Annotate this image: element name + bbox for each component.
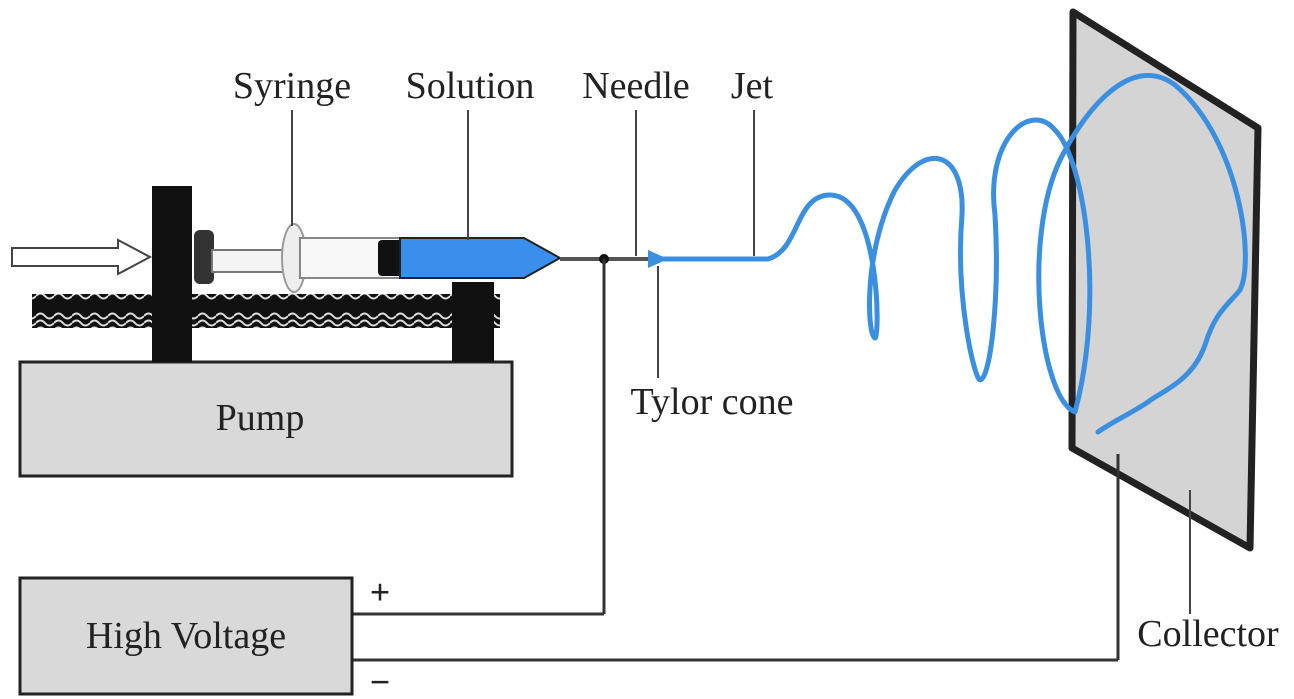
syringe-label: Syringe [233, 65, 351, 107]
positive-terminal-label: + [370, 572, 391, 612]
taylor-cone-label: Tylor cone [630, 381, 793, 423]
pump-post-left [152, 186, 192, 362]
solution-fill [399, 237, 563, 279]
plunger-stopper [378, 240, 404, 276]
high-voltage-label: High Voltage [86, 615, 286, 657]
wiring [352, 259, 1120, 662]
syringe [194, 223, 668, 293]
needle-label: Needle [582, 65, 690, 107]
high-voltage-box [18, 576, 354, 696]
negative-terminal-label: − [370, 662, 391, 699]
fiber-jet [661, 72, 1248, 435]
solution-label: Solution [406, 65, 535, 107]
lead-screw [32, 294, 500, 328]
leader-lines [291, 110, 1191, 614]
plunger-head [194, 230, 214, 284]
pump-label: Pump [216, 397, 305, 439]
jet-label: Jet [731, 65, 774, 107]
collector-label: Collector [1137, 613, 1279, 655]
taylor-cone [648, 250, 668, 268]
pump-assembly [11, 186, 514, 478]
push-arrow-icon [11, 238, 153, 276]
collector-plate [1068, 8, 1262, 552]
plunger-rod [211, 249, 293, 273]
pump-post-right [452, 282, 494, 362]
pump-box [18, 360, 514, 478]
